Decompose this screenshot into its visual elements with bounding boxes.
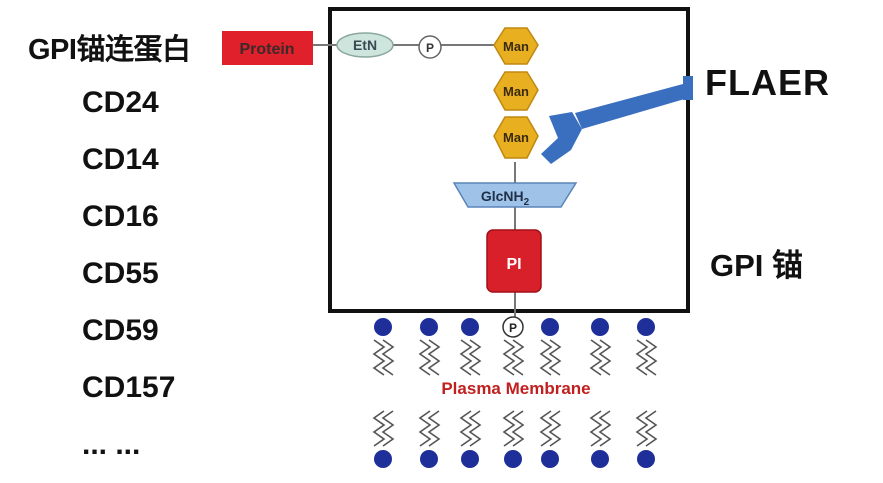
phosphate-bottom (502, 316, 524, 338)
lipid-tail-top (539, 339, 553, 376)
lipid-head-bottom (504, 450, 522, 468)
lipid-tail-bottom (459, 410, 473, 447)
lipid-tail-top (598, 339, 612, 376)
lipid-tail-top (644, 339, 658, 376)
lipid-tail-bottom (589, 410, 603, 447)
phosphate-top (418, 35, 442, 59)
lipid-tail-bottom (468, 410, 482, 447)
mannose-1 (493, 27, 539, 65)
mannose-1-label: Man (503, 39, 529, 54)
lipid-tail-top (381, 339, 395, 376)
protein-cd24: CD24 (82, 86, 159, 119)
mannose-3 (493, 116, 539, 159)
pi-box (486, 229, 542, 293)
flaer-tail (683, 76, 693, 100)
lipid-head-top (541, 318, 559, 336)
gpi-anchored-protein-title: GPI锚连蛋白 (28, 34, 191, 66)
protein-label: Protein (239, 41, 294, 58)
lipid-head-top (637, 318, 655, 336)
lipid-tail-top (459, 339, 473, 376)
protein-cd14: CD14 (82, 143, 159, 176)
ellipsis: ... ... (82, 428, 141, 461)
flaer-label: FLAER (705, 62, 830, 103)
lipid-tail-bottom (598, 410, 612, 447)
lipid-tail-top (511, 339, 525, 376)
lipid-tail-bottom (539, 410, 553, 447)
gpi-anchor-label: GPI 锚 (710, 248, 804, 283)
phosphate-bottom-label: P (509, 321, 517, 335)
phosphate-top-label: P (426, 41, 434, 55)
lipid-head-bottom (461, 450, 479, 468)
lipid-head-bottom (591, 450, 609, 468)
etn-label: EtN (353, 37, 377, 53)
lipid-tail-top (468, 339, 482, 376)
plasma-membrane (372, 318, 658, 468)
lipid-tail-bottom (372, 410, 386, 447)
lipid-tail-bottom (418, 410, 432, 447)
glcnh2-subscript: 2 (524, 197, 530, 208)
etn-ellipse (336, 32, 394, 58)
lipid-head-bottom (420, 450, 438, 468)
lipid-head-top (374, 318, 392, 336)
lipid-tail-bottom (427, 410, 441, 447)
lipid-tail-bottom (548, 410, 562, 447)
protein-cd59: CD59 (82, 314, 159, 347)
gpi-anchor-box (328, 7, 690, 313)
lipid-tail-top (548, 339, 562, 376)
mannose-3-label: Man (503, 130, 529, 145)
lipid-tail-bottom (644, 410, 658, 447)
plasma-membrane-label: Plasma Membrane (441, 379, 590, 398)
lipid-tail-top (372, 339, 386, 376)
lipid-tail-bottom (511, 410, 525, 447)
lipid-head-top (420, 318, 438, 336)
lipid-tail-top (502, 339, 516, 376)
lipid-tail-bottom (635, 410, 649, 447)
lipid-head-bottom (637, 450, 655, 468)
lipid-tail-top (635, 339, 649, 376)
protein-cd55: CD55 (82, 257, 159, 290)
glcnh2-base: GlcNH (481, 188, 524, 204)
glcnh2-shape (452, 182, 578, 208)
lipid-head-bottom (374, 450, 392, 468)
flaer-arm (575, 84, 688, 129)
lipid-tail-top (427, 339, 441, 376)
lipid-tail-bottom (381, 410, 395, 447)
lipid-head-top (591, 318, 609, 336)
lipid-tail-bottom (502, 410, 516, 447)
glcnh2-label: GlcNH2 (481, 188, 530, 208)
protein-box (222, 31, 313, 65)
pi-label: PI (506, 256, 521, 273)
mannose-2 (493, 71, 539, 111)
lipid-head-top (461, 318, 479, 336)
lipid-head-bottom (541, 450, 559, 468)
mannose-2-label: Man (503, 84, 529, 99)
protein-cd157: CD157 (82, 371, 176, 404)
flaer-binding-head (541, 112, 582, 164)
lipid-tail-top (589, 339, 603, 376)
lipid-tail-top (418, 339, 432, 376)
protein-cd16: CD16 (82, 200, 159, 233)
